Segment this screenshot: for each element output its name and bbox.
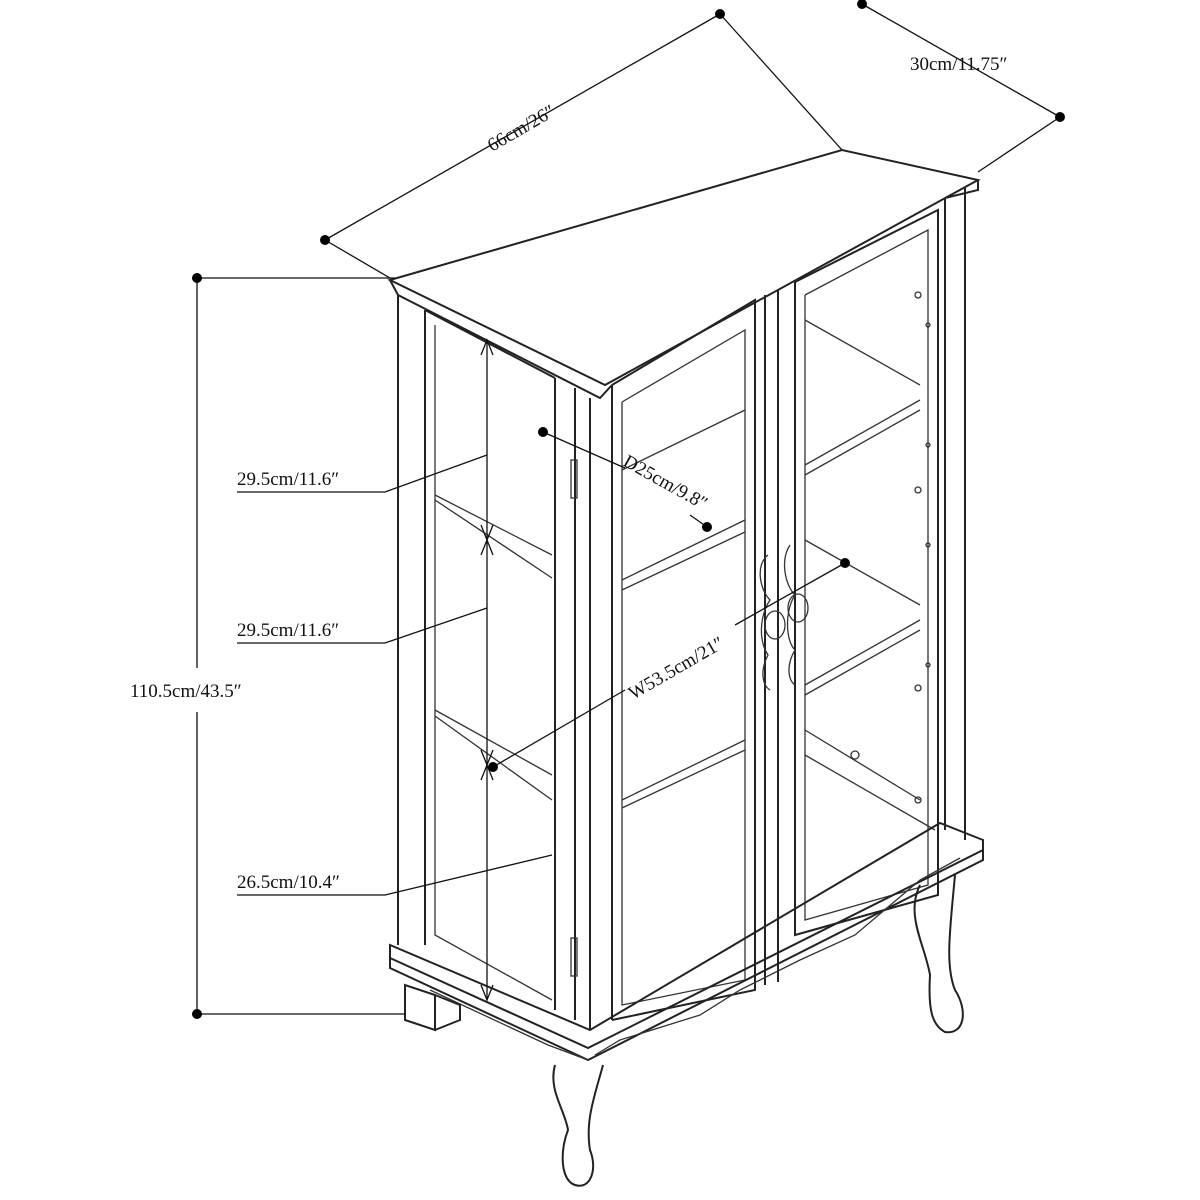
door-handle-icon [759,544,809,691]
shelf-gap-middle-label: 29.5cm/11.6″ [237,620,339,641]
depth-label: 30cm/11.75″ [910,54,1007,75]
dimension-lines [192,0,1065,1019]
cabinet [387,148,984,1187]
shelf-depth-label: D25cm/9.8″ [620,451,711,514]
shelf-width-label: W53.5cm/21″ [625,633,728,704]
shelf-gap-top-label: 29.5cm/11.6″ [237,469,339,490]
width-label: 66cm/26″ [484,101,559,156]
height-label: 110.5cm/43.5″ [130,681,242,702]
shelf-gap-bottom-label: 26.5cm/10.4″ [237,872,340,893]
cabinet-top [387,148,981,387]
